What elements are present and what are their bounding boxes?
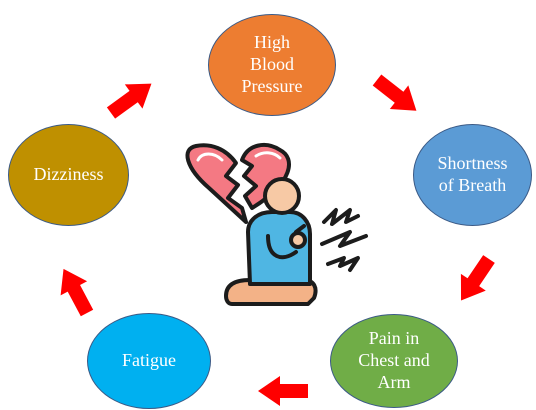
pain-zigzag-icon [322, 210, 366, 270]
kneeling-person-icon [226, 179, 316, 304]
